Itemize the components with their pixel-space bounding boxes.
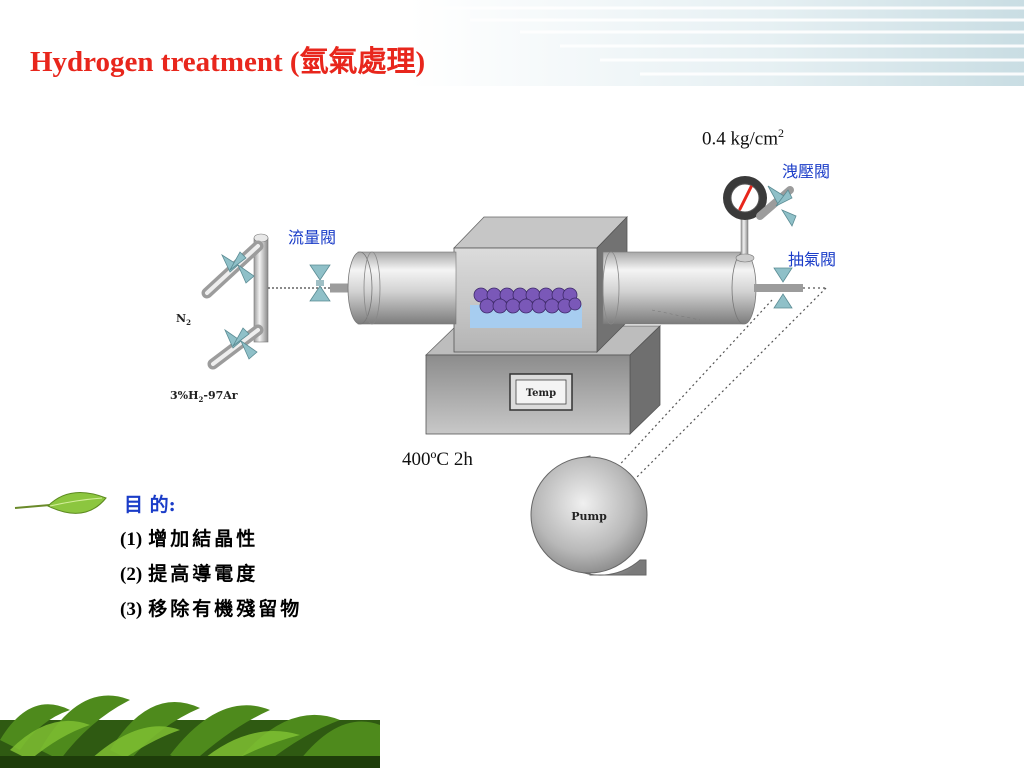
purpose-list: 目 的: (1) 增加結晶性 (2) 提高導電度 (3) 移除有機殘留物 xyxy=(120,488,302,627)
flow-valve-icon xyxy=(309,264,331,302)
purpose-item: (2) 提高導電度 xyxy=(120,563,259,585)
furnace-box xyxy=(453,216,628,353)
relief-valve-icon xyxy=(767,185,797,227)
vacuum-pump: Pump xyxy=(530,455,648,576)
gas-n2-label: N2 xyxy=(176,312,191,327)
header-stripes xyxy=(430,6,1024,76)
temp-display: Temp xyxy=(526,388,556,399)
quartz-tube xyxy=(347,251,757,325)
leaf-icon xyxy=(14,492,107,514)
purpose-item: (3) 移除有機殘留物 xyxy=(120,598,303,620)
header-band xyxy=(0,0,1024,86)
pressure-value: 0.4 kg/cm xyxy=(702,128,778,150)
sample-boat xyxy=(470,287,582,328)
slide-title: Hydrogen treatment (氫氣處理) xyxy=(30,46,426,78)
flow-valve-label: 流量閥 xyxy=(288,228,337,247)
exhaust-valve-icon xyxy=(754,267,803,309)
mix-gas-valve-icon xyxy=(224,327,258,360)
pressure-reading: 0.4 kg/cm2 xyxy=(702,126,784,150)
pump-label: Pump xyxy=(571,510,607,523)
exhaust-valve-label: 抽氣閥 xyxy=(788,250,837,269)
gas-line-labels: N2 3%H2-97Ar xyxy=(170,312,238,404)
pump-connection xyxy=(599,287,827,487)
purpose-heading: 目 的: xyxy=(124,494,176,516)
gas-mix-label: 3%H2-97Ar xyxy=(170,389,238,404)
n2-valve-icon xyxy=(221,251,255,284)
purpose-item: (1) 增加結晶性 xyxy=(120,528,259,550)
pressure-exponent: 2 xyxy=(778,126,784,140)
relief-valve-label: 洩壓閥 xyxy=(782,162,831,181)
temperature-time: 400ºC 2h xyxy=(402,449,473,470)
sample-particles xyxy=(473,287,582,314)
pressure-gauge-icon xyxy=(723,176,794,263)
grass-decoration xyxy=(0,695,380,768)
